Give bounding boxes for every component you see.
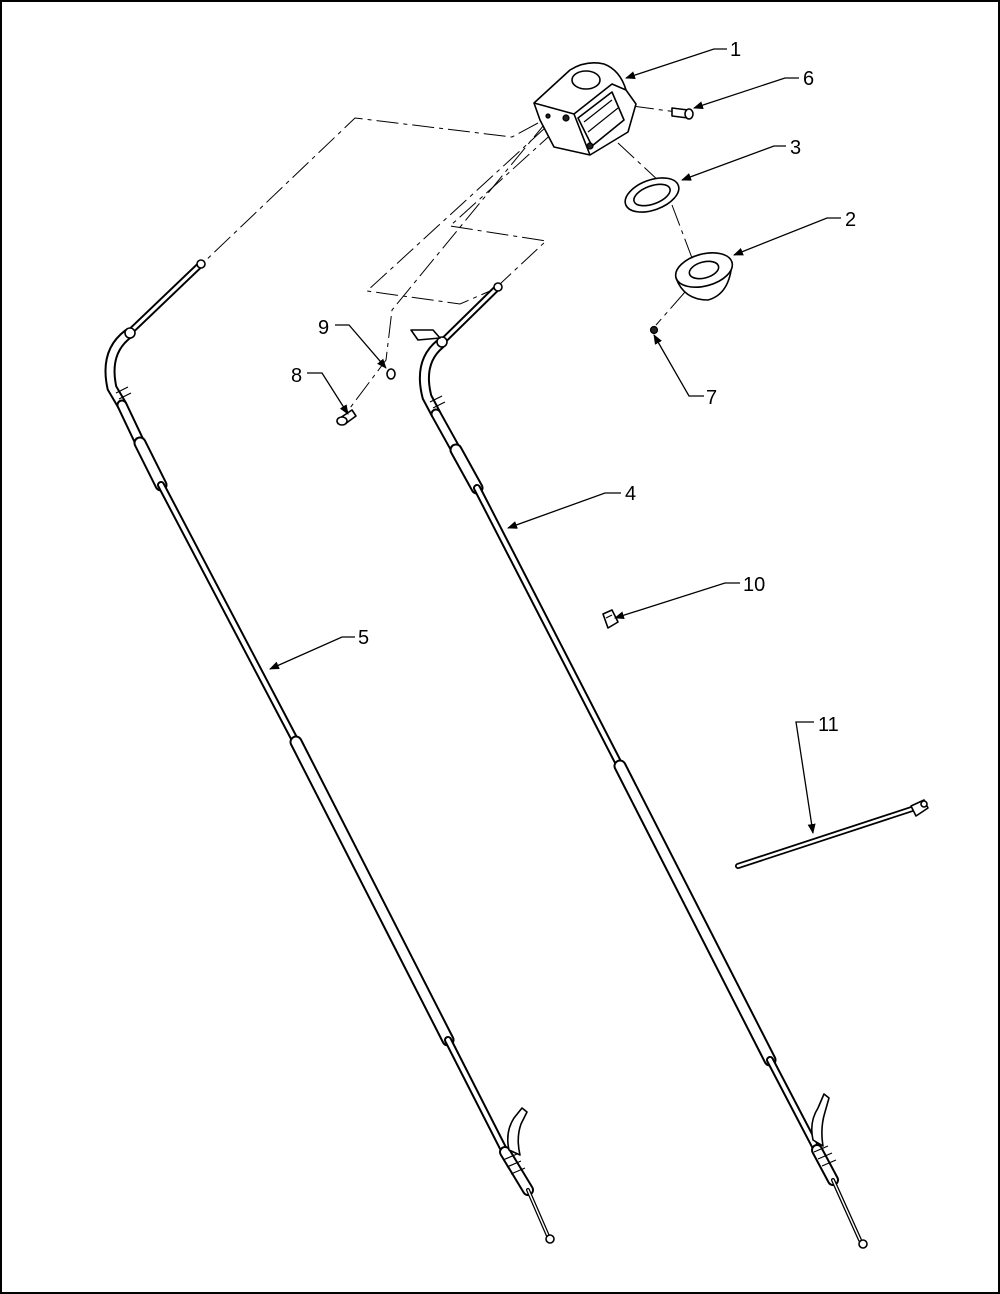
callout-6: 6 (803, 68, 814, 90)
callout-8: 8 (291, 365, 302, 387)
callout-labels: 1 2 3 4 5 6 7 8 9 10 11 (291, 39, 856, 736)
callout-7: 7 (706, 387, 717, 409)
part-7-nut (649, 325, 659, 335)
part-10-clip (602, 609, 619, 629)
part-2-cap (674, 252, 734, 301)
cable-5 (104, 259, 555, 1244)
callout-2: 2 (845, 209, 856, 231)
part-3-washer (624, 177, 680, 213)
callout-9: 9 (318, 317, 329, 339)
callout-11: 11 (818, 714, 839, 736)
assembly-phantom-lines (202, 105, 693, 413)
callout-leaders (269, 48, 841, 834)
callout-5: 5 (358, 627, 369, 649)
part-8-bolt (336, 409, 357, 426)
part-6-screw (671, 107, 694, 120)
callout-3: 3 (790, 137, 801, 159)
part-1-control-housing (533, 62, 637, 156)
callout-10: 10 (743, 574, 765, 596)
callout-1: 1 (730, 39, 741, 61)
part-11-rod (735, 799, 929, 869)
part-9-nut (386, 368, 396, 380)
cable-4 (410, 282, 868, 1249)
callout-4: 4 (625, 483, 636, 505)
